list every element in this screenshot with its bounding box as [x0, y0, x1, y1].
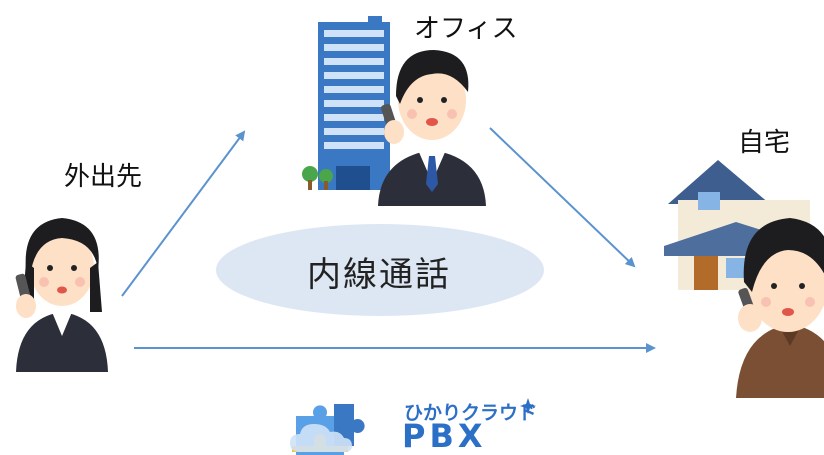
arrow-office-to-home	[489, 127, 636, 268]
extension-call-label: 内線通話	[307, 254, 451, 295]
home-worker-icon	[736, 218, 824, 398]
brand-name: PBX	[402, 417, 487, 455]
office-label: オフィス	[414, 14, 518, 44]
center-ellipse	[216, 224, 544, 316]
outside-worker-icon	[15, 218, 108, 372]
home-label: 自宅	[738, 128, 791, 158]
arrow-outside-to-office	[121, 130, 246, 297]
puzzle-cloud-logo-icon	[290, 398, 536, 455]
outside-label: 外出先	[64, 162, 143, 192]
brand-kana: ひかりクラウド	[404, 402, 538, 424]
office-worker-icon	[378, 50, 486, 206]
office-building-icon	[302, 16, 390, 190]
